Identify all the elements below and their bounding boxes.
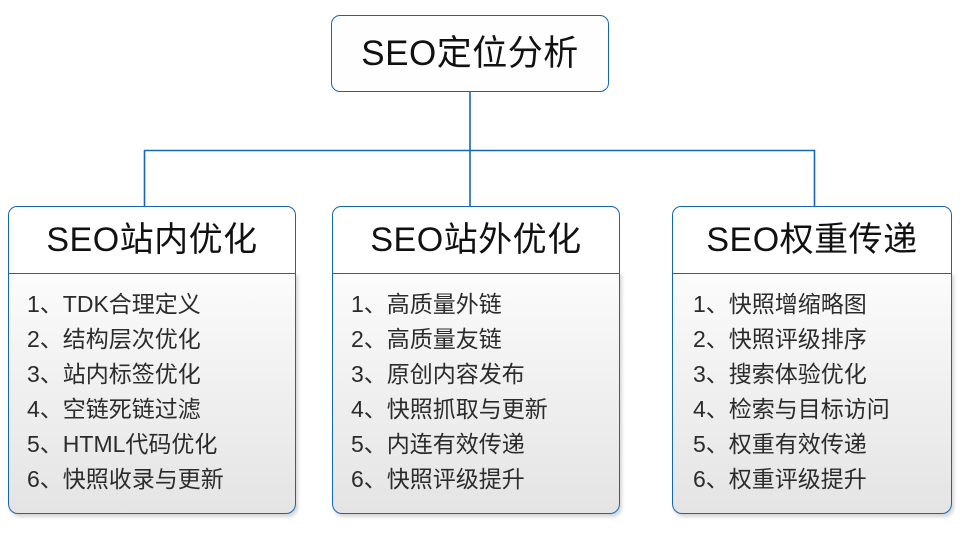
list-item[interactable]: 5、 内连有效传递: [351, 427, 619, 462]
list-item-text: 站内标签优化: [62, 361, 201, 388]
list-item-text: 空链死链过滤: [62, 396, 201, 423]
list-item-text: 快照评级排序: [728, 326, 867, 353]
list-item-text: 检索与目标访问: [728, 396, 890, 423]
column-body-3: 1、 快照增缩略图 2、 快照评级排序 3、 搜索体验优化 4、 检索与目标访问…: [672, 272, 952, 515]
list-item-text: 权重有效传递: [728, 431, 867, 458]
list-item-text: HTML代码优化: [62, 431, 218, 458]
list-item[interactable]: 4、 检索与目标访问: [693, 392, 951, 427]
list-item-text: 权重评级提升: [728, 466, 867, 493]
list-item[interactable]: 4、 空链死链过滤: [27, 392, 295, 427]
list-item-index: 1、: [27, 291, 63, 318]
column-header-3[interactable]: SEO权重传递: [672, 206, 952, 274]
list-item[interactable]: 3、 搜索体验优化: [693, 357, 951, 392]
list-item-text: 快照增缩略图: [728, 291, 867, 318]
list-item-index: 3、: [27, 361, 63, 388]
column-seo-weight-transfer: SEO权重传递 1、 快照增缩略图 2、 快照评级排序 3、 搜索体验优化 4、…: [672, 206, 952, 515]
column-body-2: 1、 高质量外链 2、 高质量友链 3、 原创内容发布 4、 快照抓取与更新 5…: [332, 272, 620, 515]
list-item[interactable]: 3、 原创内容发布: [351, 357, 619, 392]
list-item[interactable]: 6、 快照评级提升: [351, 462, 619, 497]
list-item-index: 2、: [693, 326, 729, 353]
list-item-text: 快照评级提升: [386, 466, 525, 493]
list-item-index: 6、: [693, 466, 729, 493]
root-node-title: SEO定位分析: [361, 34, 579, 73]
root-node[interactable]: SEO定位分析: [331, 15, 609, 92]
column-header-title-2: SEO站外优化: [370, 221, 582, 259]
column-header-title-3: SEO权重传递: [706, 221, 918, 259]
list-item-text: 结构层次优化: [62, 326, 201, 353]
list-item[interactable]: 5、 权重有效传递: [693, 427, 951, 462]
list-item-index: 2、: [351, 326, 387, 353]
column-seo-offsite: SEO站外优化 1、 高质量外链 2、 高质量友链 3、 原创内容发布 4、 快…: [332, 206, 620, 515]
list-item-text: 搜索体验优化: [728, 361, 867, 388]
list-item[interactable]: 3、 站内标签优化: [27, 357, 295, 392]
list-item-index: 3、: [351, 361, 387, 388]
list-item-index: 1、: [351, 291, 387, 318]
column-body-1: 1、 TDK合理定义 2、 结构层次优化 3、 站内标签优化 4、 空链死链过滤…: [8, 272, 296, 515]
list-item-index: 1、: [693, 291, 729, 318]
list-item[interactable]: 5、 HTML代码优化: [27, 427, 295, 462]
list-item[interactable]: 2、 快照评级排序: [693, 322, 951, 357]
list-item[interactable]: 2、 结构层次优化: [27, 322, 295, 357]
list-item-index: 5、: [693, 431, 729, 458]
list-item-text: 高质量外链: [386, 291, 502, 318]
list-item[interactable]: 1、 高质量外链: [351, 287, 619, 322]
column-header-title-1: SEO站内优化: [46, 221, 258, 259]
list-item-index: 5、: [27, 431, 63, 458]
list-item-text: 内连有效传递: [386, 431, 525, 458]
list-item-text: 快照收录与更新: [62, 466, 224, 493]
list-item-text: 原创内容发布: [386, 361, 525, 388]
list-item-text: 高质量友链: [386, 326, 502, 353]
list-item-index: 4、: [351, 396, 387, 423]
list-item-index: 3、: [693, 361, 729, 388]
list-item-text: TDK合理定义: [62, 291, 201, 318]
column-header-2[interactable]: SEO站外优化: [332, 206, 620, 274]
column-header-1[interactable]: SEO站内优化: [8, 206, 296, 274]
list-item-index: 4、: [27, 396, 63, 423]
list-item[interactable]: 2、 高质量友链: [351, 322, 619, 357]
list-item[interactable]: 1、 TDK合理定义: [27, 287, 295, 322]
list-item[interactable]: 6、 快照收录与更新: [27, 462, 295, 497]
column-seo-onsite: SEO站内优化 1、 TDK合理定义 2、 结构层次优化 3、 站内标签优化 4…: [8, 206, 296, 515]
list-item-index: 4、: [693, 396, 729, 423]
list-item-index: 5、: [351, 431, 387, 458]
list-item[interactable]: 1、 快照增缩略图: [693, 287, 951, 322]
list-item[interactable]: 4、 快照抓取与更新: [351, 392, 619, 427]
list-item-index: 6、: [27, 466, 63, 493]
list-item-index: 6、: [351, 466, 387, 493]
list-item[interactable]: 6、 权重评级提升: [693, 462, 951, 497]
list-item-text: 快照抓取与更新: [386, 396, 548, 423]
list-item-index: 2、: [27, 326, 63, 353]
